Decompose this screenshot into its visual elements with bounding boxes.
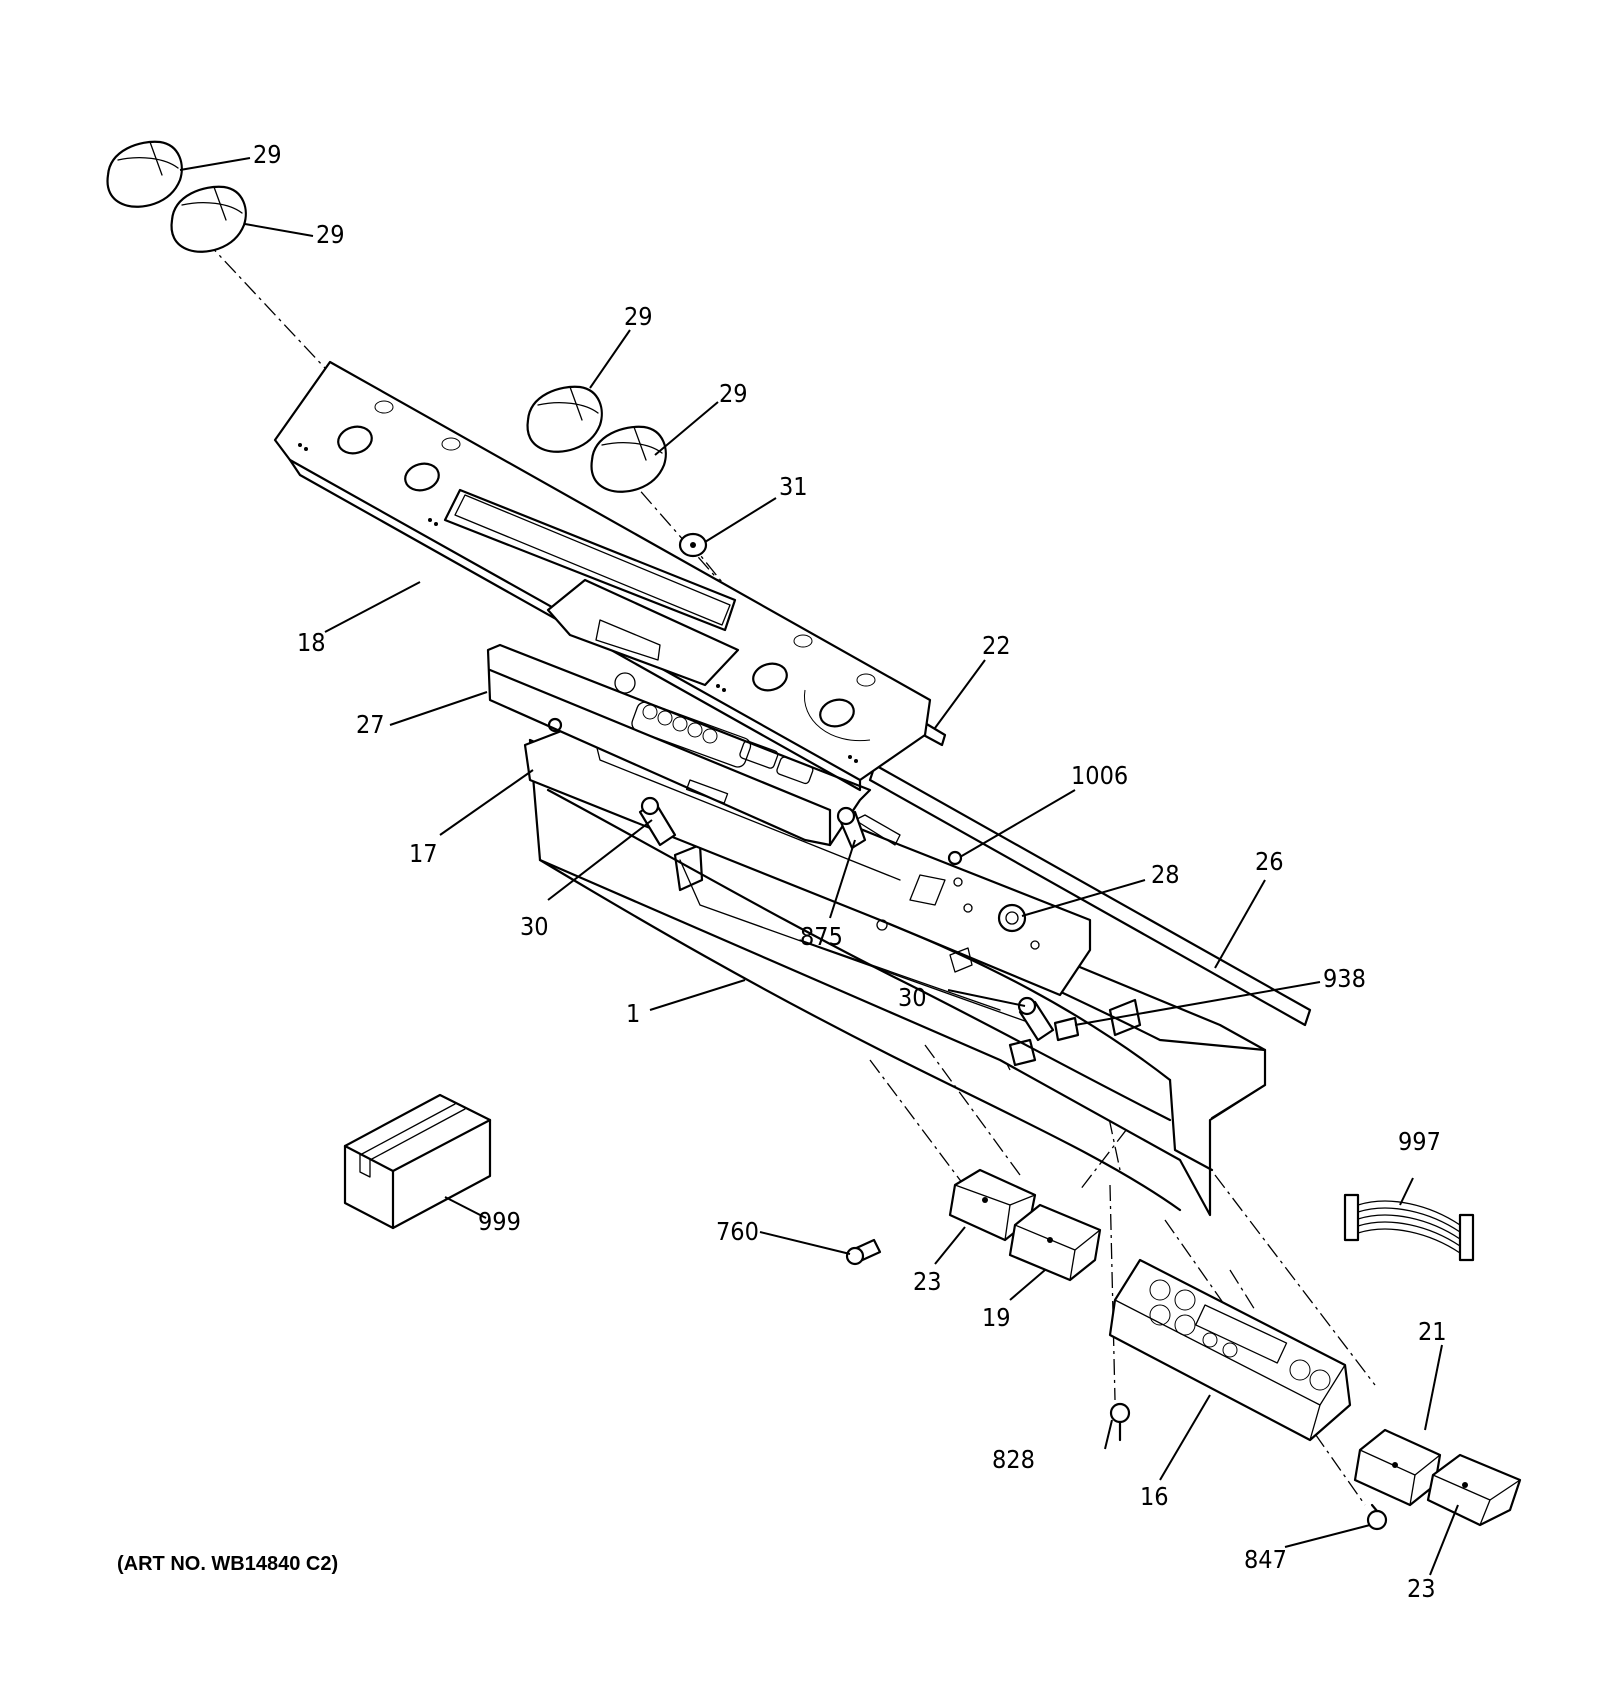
callout-29b: 29	[316, 220, 345, 249]
knob-29b	[170, 185, 247, 253]
callout-labels: 29 29 29 29 31 18 22 27 1006 17 28 26 30…	[253, 140, 1447, 1603]
callout-828: 828	[992, 1445, 1035, 1474]
switch-21	[1353, 1428, 1442, 1507]
screw-1006	[947, 850, 963, 866]
callout-1006: 1006	[1071, 761, 1128, 790]
callout-23a: 23	[913, 1267, 942, 1296]
callout-21: 21	[1418, 1317, 1447, 1346]
callout-31: 31	[779, 472, 808, 501]
lamp-30b	[1017, 996, 1055, 1042]
callout-22: 22	[982, 631, 1011, 660]
switches	[948, 1168, 1522, 1527]
callout-938: 938	[1323, 964, 1366, 993]
carton-box	[343, 1093, 492, 1230]
callout-847: 847	[1244, 1545, 1287, 1574]
callout-23b: 23	[1407, 1574, 1436, 1603]
knob-29a	[106, 140, 183, 208]
electronic-control	[1108, 1258, 1352, 1442]
trim-strip	[868, 763, 1312, 1027]
small-hardware	[638, 532, 1388, 1531]
callout-999: 999	[478, 1207, 521, 1236]
knob-group	[106, 140, 667, 493]
callout-760: 760	[716, 1217, 759, 1246]
callout-29a: 29	[253, 140, 282, 169]
screw-828	[1109, 1402, 1131, 1442]
callout-28: 28	[1151, 860, 1180, 889]
callout-29d: 29	[719, 379, 748, 408]
callout-17: 17	[409, 839, 438, 868]
switch-23b	[1426, 1453, 1522, 1527]
callout-1: 1	[626, 999, 640, 1028]
callout-997: 997	[1398, 1127, 1441, 1156]
button-28	[997, 903, 1027, 933]
callout-16: 16	[1140, 1482, 1169, 1511]
callout-875: 875	[800, 922, 843, 951]
art-number: (ART NO. WB14840 C2)	[117, 1553, 339, 1575]
switch-19	[1008, 1203, 1102, 1282]
leader-lines	[179, 157, 1459, 1576]
knob-29c	[526, 385, 603, 453]
callout-26: 26	[1255, 847, 1284, 876]
screw-847	[1366, 1503, 1388, 1531]
callout-19: 19	[982, 1303, 1011, 1332]
callout-29c: 29	[624, 302, 653, 331]
callout-18: 18	[297, 628, 326, 657]
screw-760	[845, 1238, 882, 1266]
wire-harness	[1343, 1193, 1475, 1262]
clip-938	[1053, 1016, 1080, 1042]
callout-27: 27	[356, 710, 385, 739]
screw-875	[836, 806, 867, 850]
callout-30b: 30	[898, 983, 927, 1012]
lamp-30a	[638, 796, 677, 847]
control-faceplate	[273, 360, 932, 792]
knob-29d	[590, 425, 667, 493]
callout-30a: 30	[520, 912, 549, 941]
